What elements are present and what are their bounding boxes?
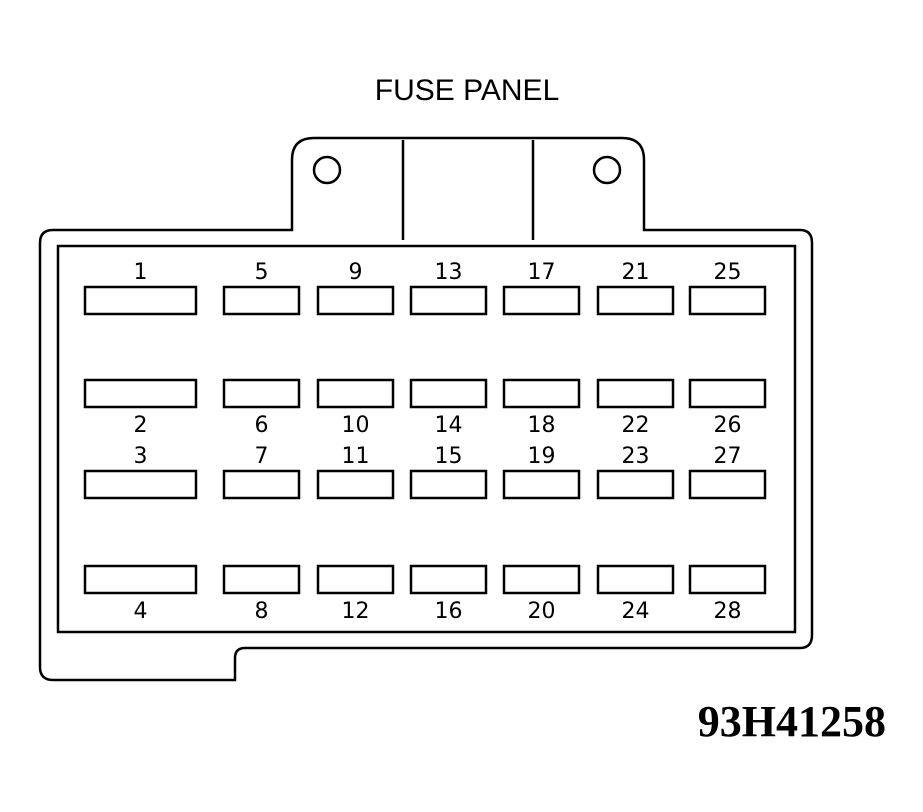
fuse-number-21: 21: [622, 260, 650, 285]
fuse-slot-20: [502, 564, 581, 595]
fuse-slot-15: [409, 469, 488, 500]
fuse-number-19: 19: [528, 444, 556, 469]
fuse-slot-7: [222, 469, 301, 500]
fuse-slot-4: [83, 564, 198, 595]
fuse-number-24: 24: [622, 599, 650, 624]
fuse-number-3: 3: [134, 444, 148, 469]
fuse-slot-3: [83, 469, 198, 500]
diagram-title: FUSE PANEL: [375, 74, 560, 107]
fuse-number-27: 27: [714, 444, 742, 469]
fuse-slot-8: [222, 564, 301, 595]
fuse-slot-1: [83, 285, 198, 316]
fuse-number-2: 2: [134, 413, 148, 438]
housing-inner-border: [56, 244, 797, 634]
fuse-number-10: 10: [342, 413, 370, 438]
housing-outer-outline: [38, 136, 814, 682]
fuse-slot-14: [409, 378, 488, 409]
figure-code: 93H41258: [698, 697, 886, 746]
fuse-number-9: 9: [349, 260, 363, 285]
fuse-number-6: 6: [255, 413, 269, 438]
fuse-number-1: 1: [134, 260, 148, 285]
fuse-slot-6: [222, 378, 301, 409]
fuse-slot-28: [688, 564, 767, 595]
fuse-number-26: 26: [714, 413, 742, 438]
fuse-number-5: 5: [255, 260, 269, 285]
mounting-hole-right: [592, 155, 622, 185]
fuse-slot-17: [502, 285, 581, 316]
fuse-slot-26: [688, 378, 767, 409]
fuse-slot-23: [596, 469, 675, 500]
fuse-number-4: 4: [134, 599, 148, 624]
fuse-slot-25: [688, 285, 767, 316]
fuse-number-7: 7: [255, 444, 269, 469]
fuse-number-28: 28: [714, 599, 742, 624]
fuse-slot-13: [409, 285, 488, 316]
fuse-number-13: 13: [435, 260, 463, 285]
fuse-number-16: 16: [435, 599, 463, 624]
fuse-number-22: 22: [622, 413, 650, 438]
fuse-number-11: 11: [342, 444, 370, 469]
fuse-number-17: 17: [528, 260, 556, 285]
fuse-slot-12: [316, 564, 395, 595]
mounting-hole-left: [312, 155, 342, 185]
fuse-number-25: 25: [714, 260, 742, 285]
fuse-number-23: 23: [622, 444, 650, 469]
fuse-slot-5: [222, 285, 301, 316]
fuse-slot-2: [83, 378, 198, 409]
fuse-number-12: 12: [342, 599, 370, 624]
fuse-slot-18: [502, 378, 581, 409]
fuse-number-20: 20: [528, 599, 556, 624]
fuse-slot-10: [316, 378, 395, 409]
fuse-slot-22: [596, 378, 675, 409]
fuse-number-15: 15: [435, 444, 463, 469]
fuse-slot-9: [316, 285, 395, 316]
fuse-slot-19: [502, 469, 581, 500]
panel-housing: [38, 136, 814, 682]
fuse-slot-21: [596, 285, 675, 316]
fuse-number-18: 18: [528, 413, 556, 438]
fuse-number-14: 14: [435, 413, 463, 438]
fuse-number-8: 8: [255, 599, 269, 624]
fuse-slot-24: [596, 564, 675, 595]
fuse-slot-16: [409, 564, 488, 595]
fuse-slot-11: [316, 469, 395, 500]
fuse-slot-27: [688, 469, 767, 500]
